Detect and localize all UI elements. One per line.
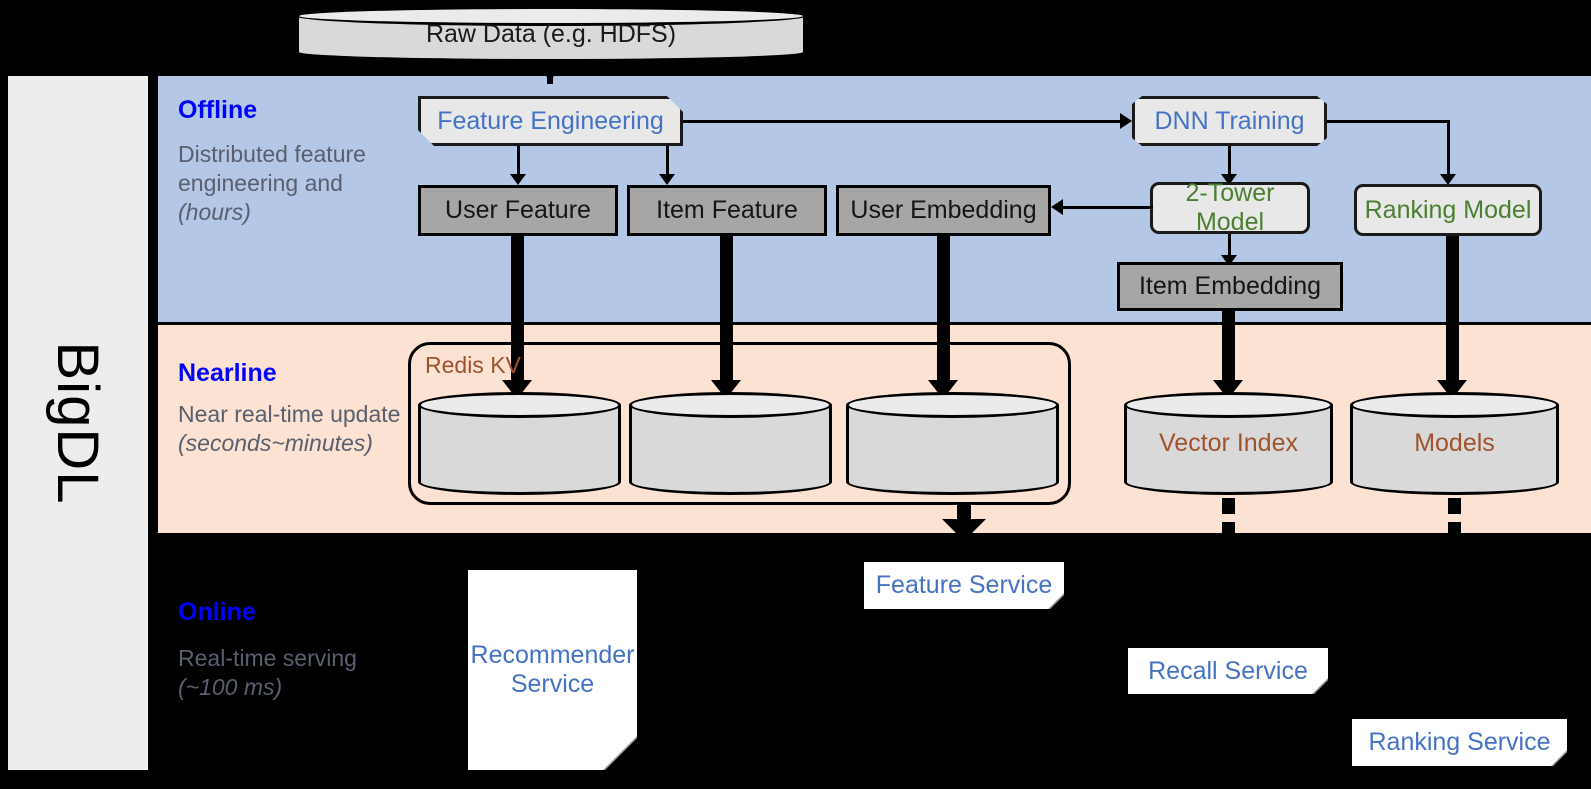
node-dnn-training[interactable]: DNN Training xyxy=(1132,96,1327,146)
band-sub-nearline: Near real-time update (seconds~minutes) xyxy=(178,400,418,458)
node-label: Ranking Service xyxy=(1368,728,1551,756)
arrowhead-dnn-ranking xyxy=(1440,174,1456,185)
node-label: Ranking Model xyxy=(1364,195,1532,224)
node-label: Item Feature xyxy=(656,196,798,224)
node-item-embedding[interactable]: Item Embedding xyxy=(1117,262,1343,311)
pipe-userembedding-redis xyxy=(937,236,950,386)
connector-fe-dnn xyxy=(683,120,1123,123)
band-sub-nearline-em: (seconds~minutes) xyxy=(178,430,373,457)
connector-dnn-ranking-h xyxy=(1327,120,1450,123)
band-sub-online: Real-time serving (~100 ms) xyxy=(178,644,418,702)
node-ranking-service[interactable]: Ranking Service xyxy=(1352,719,1567,766)
connector-dnn-twotower xyxy=(1228,146,1231,178)
node-feature-engineering[interactable]: Feature Engineering xyxy=(418,96,683,146)
arrowhead-fe-userfeature xyxy=(510,174,526,185)
node-ranking-model[interactable]: Ranking Model xyxy=(1354,184,1542,236)
node-label: DNN Training xyxy=(1154,106,1305,135)
connector-fe-itemfeature xyxy=(666,146,669,176)
node-feature-service[interactable]: Feature Service xyxy=(864,562,1064,609)
pipe-itememb-vectorindex xyxy=(1222,311,1235,386)
redis-kv-label: Redis KV xyxy=(425,352,521,378)
cylinder-top xyxy=(846,392,1059,418)
pipe-models-ranking-a xyxy=(1448,498,1461,514)
band-title-nearline: Nearline xyxy=(178,359,277,387)
store-user-embedding-kv xyxy=(846,392,1059,495)
node-label: Feature Service xyxy=(875,571,1053,599)
band-sub-offline: Distributed feature engineering and (hou… xyxy=(178,140,393,228)
band-title-online: Online xyxy=(178,598,256,626)
node-recall-service[interactable]: Recall Service xyxy=(1128,648,1328,694)
models-label: Models xyxy=(1414,429,1495,457)
band-sub-nearline-text: Near real-time update xyxy=(178,401,401,427)
arrowhead-fe-itemfeature xyxy=(659,174,675,185)
pipe-models-ranking-b xyxy=(1448,522,1461,535)
arrowhead-twotower-userembedding xyxy=(1051,199,1063,215)
node-2-tower-model[interactable]: 2-Tower Model xyxy=(1150,179,1310,236)
band-sub-offline-text: Distributed feature engineering and xyxy=(178,141,366,197)
pipe-rankingmodel-models xyxy=(1446,236,1459,386)
node-label: Recommender Service xyxy=(470,641,635,698)
arrowhead-twotower-itememb xyxy=(1221,255,1237,266)
pipe-vectorindex-recall-b xyxy=(1222,522,1235,535)
pipe-redis-featureservice-dash xyxy=(957,505,971,519)
node-label: Feature Engineering xyxy=(437,106,664,135)
store-models: Models xyxy=(1350,392,1559,495)
arrowhead-redis-featureservice xyxy=(942,519,986,541)
band-sub-online-text: Real-time serving xyxy=(178,645,357,671)
band-sub-offline-em: (hours) xyxy=(178,199,251,226)
node-label: User Embedding xyxy=(850,196,1037,224)
sidebar-bigdl: BigDL xyxy=(8,76,148,770)
store-vector-index: Vector Index xyxy=(1124,392,1333,495)
arrowhead-rawdata-fe xyxy=(535,62,565,81)
node-label: 2-Tower Model xyxy=(1185,179,1275,236)
vector-index-label: Vector Index xyxy=(1159,429,1298,457)
raw-data-store: Raw Data (e.g. HDFS) xyxy=(296,6,806,62)
raw-data-label: Raw Data (e.g. HDFS) xyxy=(425,19,677,48)
node-label: User Feature xyxy=(445,196,591,224)
arrowhead-fe-dnn xyxy=(1120,113,1132,129)
pipe-vectorindex-recall-a xyxy=(1222,498,1235,514)
node-recommender-service[interactable]: Recommender Service xyxy=(468,570,637,770)
node-item-feature[interactable]: Item Feature xyxy=(627,185,827,236)
cylinder-top xyxy=(1124,392,1333,418)
node-label: Item Embedding xyxy=(1138,272,1322,300)
band-title-offline: Offline xyxy=(178,96,258,124)
connector-twotower-itememb xyxy=(1228,234,1231,260)
cylinder-top xyxy=(1350,392,1559,418)
cylinder-top xyxy=(418,392,621,418)
connector-dnn-ranking-v xyxy=(1447,120,1450,178)
store-item-feature-kv xyxy=(629,392,832,495)
pipe-userfeature-redis xyxy=(511,236,524,386)
container-redis-kv xyxy=(408,342,1071,505)
cylinder-top xyxy=(296,6,806,26)
cylinder-top xyxy=(629,392,832,418)
band-sub-online-em: (~100 ms) xyxy=(178,674,283,701)
connector-twotower-userembedding xyxy=(1063,206,1153,209)
store-user-feature-kv xyxy=(418,392,621,495)
node-user-feature[interactable]: User Feature xyxy=(418,185,618,236)
pipe-itemfeature-redis xyxy=(720,236,733,386)
node-user-embedding[interactable]: User Embedding xyxy=(836,185,1051,236)
sidebar-label: BigDL xyxy=(45,341,111,505)
node-label: Recall Service xyxy=(1148,656,1308,685)
connector-fe-userfeature xyxy=(517,146,520,176)
arrowhead-dnn-twotower xyxy=(1221,174,1237,185)
